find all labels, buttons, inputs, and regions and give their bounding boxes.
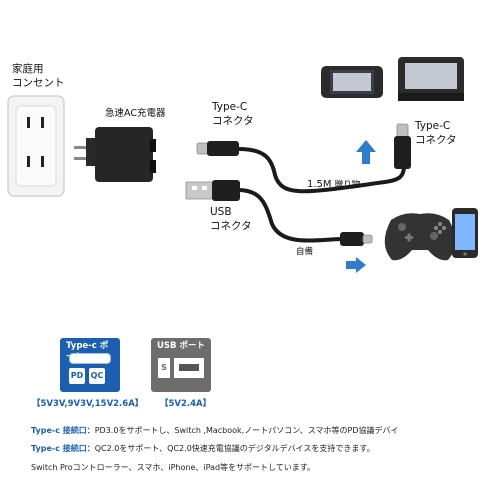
note-line-3: Switch Proコントローラー、スマホ、iPhone、iPad等をサポートし… — [31, 463, 315, 472]
typec-connector-top — [196, 141, 239, 156]
typec-port-card: Type-c ポート PD QC — [60, 338, 120, 392]
wall-outlet-icon — [7, 95, 65, 197]
usb-connector — [185, 180, 240, 201]
typec-plug-small — [340, 232, 373, 246]
arrow-group — [346, 140, 376, 273]
qc-badge: QC — [89, 368, 105, 384]
arrow-right-icon — [346, 257, 366, 273]
cable-length-label: 1.5M 贈り物 — [307, 179, 361, 190]
charger-label: 急速AC充電器 — [105, 108, 166, 119]
pd-badge: PD — [69, 368, 85, 384]
typec-connector-right — [394, 123, 411, 169]
usb-port-header: USB ポート — [157, 341, 205, 351]
note-line-1: Type-c 接続口：PD3.0をサポートし、Switch ,Macbook,ノ… — [31, 426, 399, 435]
arrow-up-icon — [356, 140, 376, 164]
usb-connector-label: USB コネクタ — [210, 206, 252, 232]
outlet-label: 家庭用 コンセント — [12, 63, 65, 89]
typec-right-label: Type-C コネクタ — [415, 120, 457, 146]
typec-top-label: Type-C コネクタ — [212, 101, 254, 127]
smartphone-icon — [452, 208, 478, 258]
nintendo-switch-icon — [321, 57, 464, 101]
note-line-2: Type-c 接続口：QC2.0をサポート、QC2.0快速充電協議のデジタルデバ… — [31, 444, 375, 453]
usb-s-badge: S — [158, 358, 170, 378]
typec-spec: 【5V3V,9V3V,15V2.6A】 — [32, 399, 144, 409]
own-label: 自備 — [296, 247, 314, 257]
cable-lines — [236, 147, 406, 243]
usb-port-card: USB ポート S — [151, 338, 211, 392]
usb-port-slot-icon — [174, 358, 204, 378]
game-controller-icon — [384, 213, 456, 261]
ac-charger-icon — [86, 127, 156, 182]
usb-spec: 【5V2.4A】 — [160, 399, 212, 409]
typec-port-slot-icon — [69, 353, 111, 364]
